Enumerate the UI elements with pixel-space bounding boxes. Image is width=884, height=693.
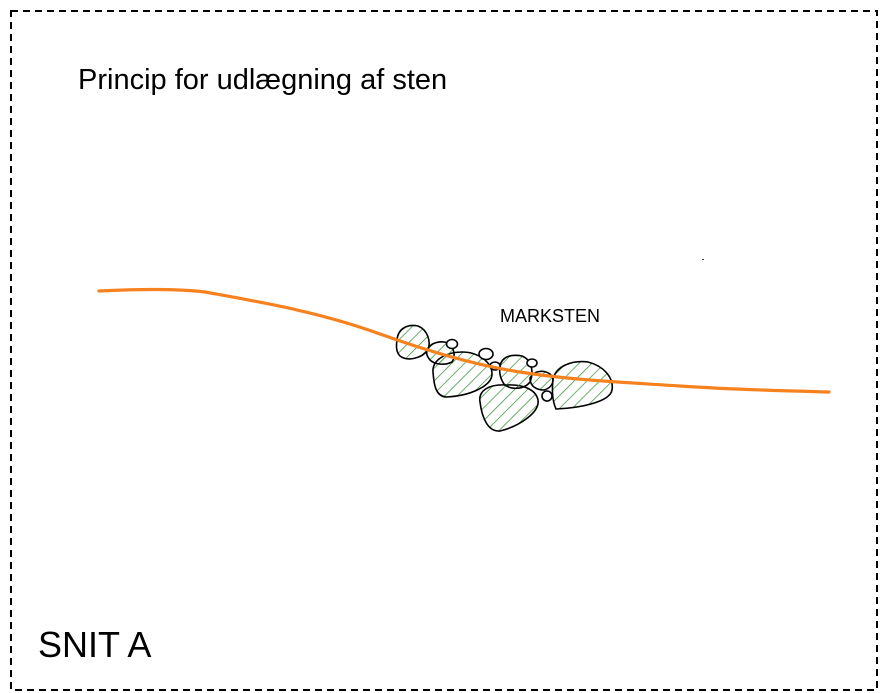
pebble (478, 347, 494, 361)
diagram-title: Princip for udlægning af sten (78, 64, 448, 96)
stone (551, 360, 613, 410)
pebble (445, 338, 459, 350)
section-label: SNIT A (38, 624, 152, 665)
terrain-line (97, 288, 831, 394)
pebble (541, 390, 553, 402)
stray-mark (702, 259, 704, 260)
pebble (526, 358, 538, 368)
dashed-border (10, 10, 878, 691)
stone (479, 384, 539, 432)
stone-label: MARKSTEN (500, 306, 601, 326)
